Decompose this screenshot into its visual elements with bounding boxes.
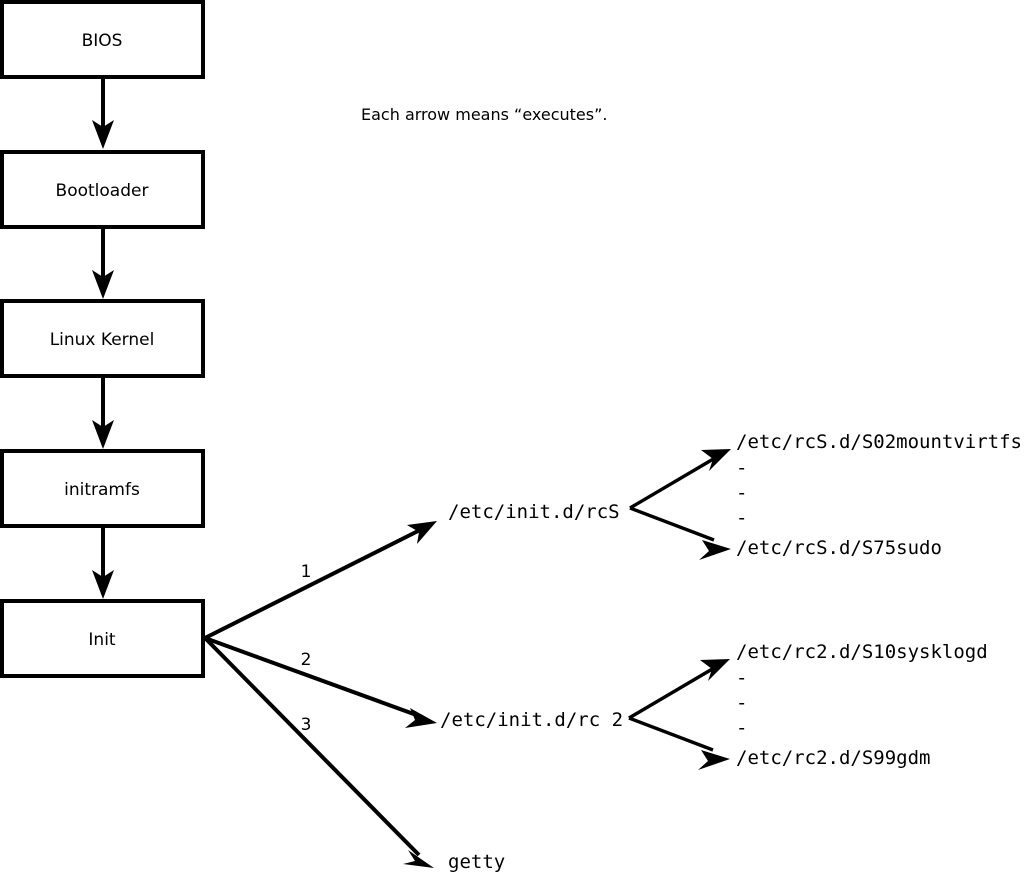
arrow-initramfs-to-init	[92, 526, 114, 599]
bios-box	[0, 0, 205, 79]
node-bios: BIOS	[0, 0, 205, 79]
linux-kernel-label: Linux Kernel	[50, 330, 155, 350]
arrow-init-branch-1	[204, 521, 437, 640]
arrowhead-init-branch-1	[407, 521, 437, 544]
arrowhead-rcs-last	[699, 540, 731, 560]
arrow-kernel-to-initramfs	[92, 376, 114, 449]
node-bootloader: Bootloader	[0, 150, 205, 229]
initramfs-box	[0, 449, 205, 528]
arrow-rcs-to-first-script	[629, 449, 731, 510]
target-rc2-label: /etc/init.d/rc 2	[440, 709, 623, 731]
arrowhead-rcs-first	[701, 449, 731, 471]
init-label: Init	[88, 630, 116, 650]
rc2-script-last: /etc/rc2.d/S99gdm	[736, 747, 930, 769]
rcs-script-first: /etc/rcS.d/S02mountvirtfs	[736, 431, 1022, 453]
arrowhead-rc2-first	[700, 659, 730, 681]
rcs-ellipsis-dash-1: -	[736, 457, 747, 479]
branch-number-1: 1	[301, 562, 312, 582]
arrow-init-branch-2	[204, 636, 437, 728]
branch-number-3: 3	[301, 715, 312, 735]
init-box	[0, 599, 205, 678]
target-getty-label: getty	[448, 851, 505, 873]
initramfs-label: initramfs	[64, 480, 140, 500]
node-initramfs: initramfs	[0, 449, 205, 528]
rc2-ellipsis-dash-3: -	[736, 717, 747, 739]
rc2-ellipsis-dash-1: -	[736, 667, 747, 689]
bios-label: BIOS	[82, 31, 123, 51]
rc2-ellipsis-dash-2: -	[736, 692, 747, 714]
rcs-script-last: /etc/rcS.d/S75sudo	[736, 537, 942, 559]
arrowhead-init-branch-2	[405, 708, 437, 728]
arrow-rcs-to-last-script	[629, 506, 731, 560]
branch-number-2: 2	[301, 650, 312, 670]
arrowhead-bios-bootloader	[92, 120, 114, 149]
arrowhead-kernel-initramfs	[92, 420, 114, 449]
arrow-rc2-to-first-script	[628, 659, 730, 720]
arrowhead-bootloader-kernel	[92, 270, 114, 299]
node-init: Init	[0, 599, 205, 678]
arrow-rc2-to-last-script	[628, 716, 730, 770]
node-linux-kernel: Linux Kernel	[0, 299, 205, 378]
rcs-ellipsis-dash-3: -	[736, 507, 747, 529]
arrow-bios-to-bootloader	[92, 77, 114, 149]
diagram-caption: Each arrow means “executes”.	[361, 105, 607, 124]
rcs-ellipsis-dash-2: -	[736, 482, 747, 504]
bootloader-label: Bootloader	[56, 181, 149, 201]
rc2-script-first: /etc/rc2.d/S10sysklogd	[736, 641, 988, 663]
arrowhead-rc2-last	[698, 750, 730, 770]
arrow-bootloader-to-kernel	[92, 227, 114, 299]
target-rcs-label: /etc/init.d/rcS	[448, 501, 620, 523]
arrowhead-initramfs-init	[92, 570, 114, 599]
arrowhead-init-branch-3	[403, 850, 434, 868]
arrow-init-branch-3	[203, 636, 434, 868]
